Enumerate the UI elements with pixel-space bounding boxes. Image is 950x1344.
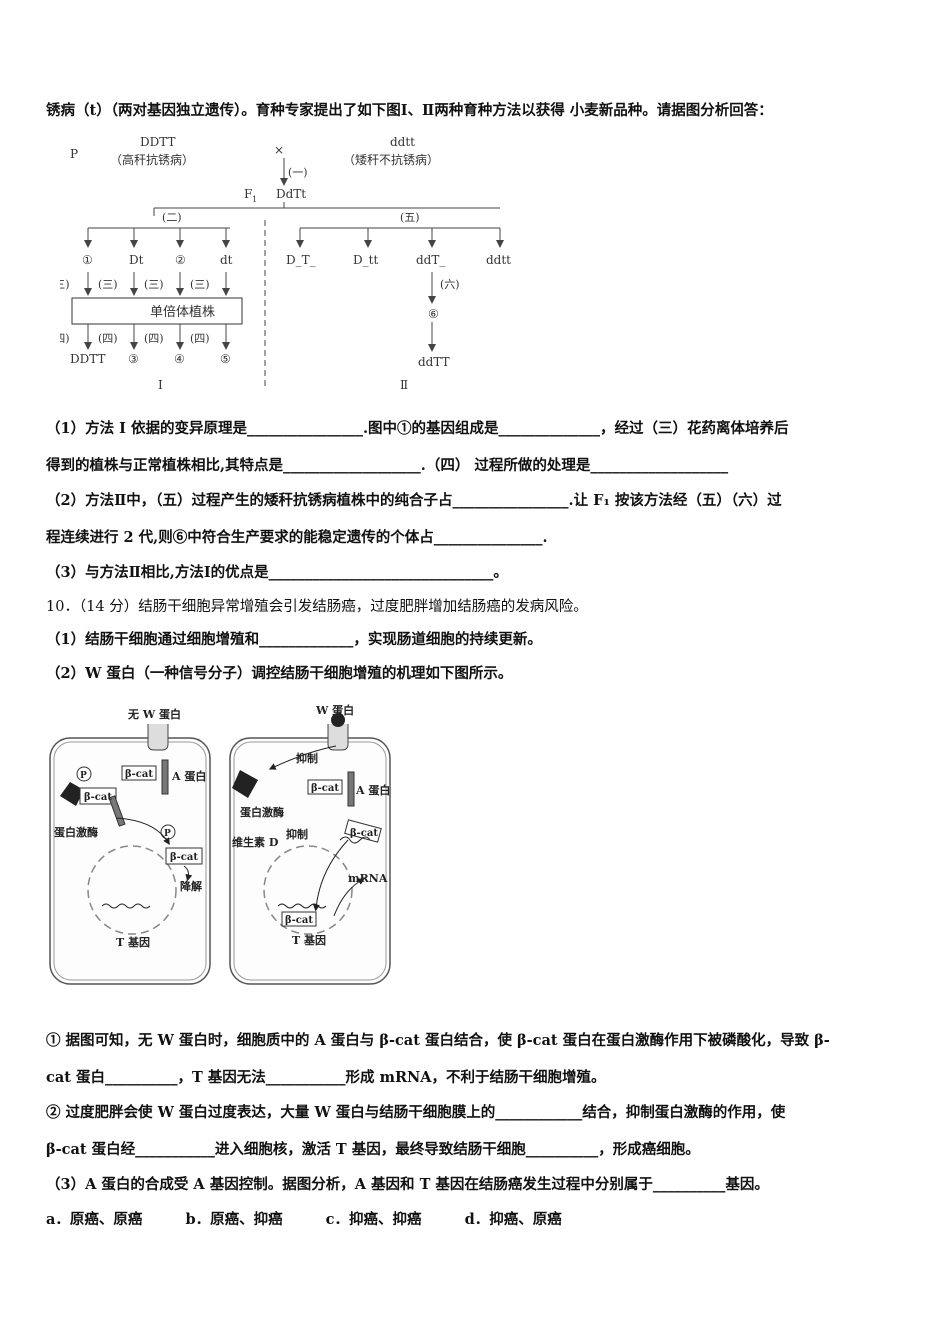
gamete-3: ② (175, 253, 186, 267)
f2-class-1: D_T_ (286, 253, 316, 267)
parent2-genotype: ddtt (390, 135, 415, 149)
breeding-diagram-svg: P DDTT （高秆抗锈病） × ddtt （矮秆不抗锈病） (一) F 1 D… (50, 135, 511, 392)
f1-sub: 1 (252, 195, 257, 204)
haploid-box-label: 单倍体植株 (150, 305, 215, 320)
beta-cat-1: β-cat (125, 769, 153, 780)
p-label: P (70, 147, 78, 161)
result-i-3: ④ (174, 352, 185, 366)
p-mark-1: P (80, 771, 87, 781)
q9-1-line-a: （1）方法 I 依据的变异原理是________________.图中①的基因组… (46, 420, 789, 437)
p-mark-2: P (164, 829, 171, 839)
intro-line: 锈病（t）（两对基因独立遗传）。育种专家提出了如下图Ⅰ、Ⅱ两种育种方法以获得 小… (46, 102, 773, 119)
a-protein-right: A 蛋白 (355, 783, 390, 797)
q10-c1-line-a: ① 据图可知，无 W 蛋白时，细胞质中的 A 蛋白与 β-cat 蛋白结合，使 … (46, 1032, 830, 1049)
inhibit-2: 抑制 (286, 827, 308, 841)
beta-cat-2: β-cat (84, 792, 112, 803)
cell-diagram: 无 W 蛋白 P β-cat A 蛋白 β-cat 蛋白激酶 P β-cat 降… (44, 700, 396, 994)
f2-class-2: D_tt (353, 253, 378, 267)
q9-2-line-a: （2）方法Ⅱ中，（五）过程产生的矮秆抗锈病植株中的纯合子占___________… (46, 492, 782, 509)
f1-genotype: DdTt (276, 187, 306, 201)
beta-cat-6: β-cat (285, 915, 313, 926)
t-gene-right: T 基因 (292, 933, 326, 947)
kinase-right: 蛋白激酶 (240, 805, 284, 819)
beta-cat-3: β-cat (170, 852, 198, 863)
q10-c1-line-b: cat 蛋白__________，T 基因无法___________形成 mRN… (46, 1069, 606, 1086)
f2-class-4: ddtt (486, 253, 511, 267)
answer-options: a．原癌、原癌 b．原癌、抑癌 c．抑癌、抑癌 d．抑癌、原癌 (46, 1208, 600, 1229)
kinase-left: 蛋白激酶 (54, 825, 98, 839)
step-1-label: (一) (288, 166, 308, 179)
right-title: W 蛋白 (315, 703, 354, 717)
step-3-label-a: (三) (60, 278, 70, 291)
method-ii-label: Ⅱ (400, 378, 408, 392)
q10-c2-line-a: ② 过度肥胖会使 W 蛋白过度表达，大量 W 蛋白与结肠干细胞膜上的______… (46, 1104, 786, 1121)
parent1-phenotype: （高秆抗锈病） (110, 152, 194, 167)
result-i-1: DDTT (70, 352, 105, 366)
step-3-label-b: (三) (98, 278, 118, 291)
q9-2-line-b: 程连续进行 2 代,则⑥中符合生产要求的能稳定遗传的个体占___________… (46, 529, 548, 546)
mrna-label: mRNA (348, 872, 388, 885)
breeding-diagram: P DDTT （高秆抗锈病） × ddtt （矮秆不抗锈病） (一) F 1 D… (50, 132, 520, 398)
q10-c2-line-b: β-cat 蛋白经___________进入细胞核，激活 T 基因，最终导致结肠… (46, 1141, 700, 1158)
option-a[interactable]: a．原癌、原癌 (46, 1211, 143, 1228)
beta-cat-5: β-cat (350, 828, 378, 839)
q10-intro: 10．（14 分）结肠干细胞异常增殖会引发结肠癌，过度肥胖增加结肠癌的发病风险。 (46, 599, 588, 615)
step-2-label: (二) (162, 211, 182, 224)
q10-1-line: （1）结肠干细胞通过细胞增殖和_____________，实现肠道细胞的持续更新… (46, 631, 542, 648)
left-title: 无 W 蛋白 (127, 707, 181, 721)
step-5-label: (五) (400, 211, 420, 224)
method-i-label: Ⅰ (158, 378, 163, 392)
option-d[interactable]: d．抑癌、原癌 (464, 1211, 562, 1228)
q9-3-line: （3）与方法Ⅱ相比,方法Ⅰ的优点是_______________________… (46, 564, 508, 581)
inhibit-1: 抑制 (296, 751, 318, 765)
gamete-2: Dt (129, 253, 144, 267)
q10-2-line: （2）W 蛋白（一种信号分子）调控结肠干细胞增殖的机理如下图所示。 (46, 665, 513, 682)
gamete-1: ① (82, 253, 93, 267)
cross-symbol: × (274, 143, 284, 157)
cell-diagram-svg: 无 W 蛋白 P β-cat A 蛋白 β-cat 蛋白激酶 P β-cat 降… (49, 703, 391, 985)
step-3-label-c: (三) (144, 278, 164, 291)
step-4-label-a: (四) (60, 332, 70, 345)
vitamin-d-label: 维生素 D (232, 835, 279, 849)
q9-1-line-b: 得到的植株与正常植株相比,其特点是___________________.（四）… (46, 457, 729, 474)
result-i-2: ③ (128, 352, 139, 366)
option-b[interactable]: b．原癌、抑癌 (185, 1211, 283, 1228)
step-4-label-d: (四) (190, 332, 210, 345)
gamete-4: dt (220, 253, 233, 267)
degrade-label: 降解 (180, 879, 202, 893)
step-6-label: (六) (440, 278, 460, 291)
q10-3-line: （3）A 蛋白的合成受 A 基因控制。据图分析，A 基因和 T 基因在结肠癌发生… (46, 1176, 769, 1193)
result-i-4: ⑤ (220, 352, 231, 366)
parent1-genotype: DDTT (140, 135, 175, 149)
f1-label: F (244, 187, 252, 201)
final-ii: ddTT (418, 355, 450, 369)
circle-6: ⑥ (428, 307, 439, 321)
step-4-label-c: (四) (144, 332, 164, 345)
option-c[interactable]: c．抑癌、抑癌 (325, 1211, 422, 1228)
a-protein-left: A 蛋白 (171, 769, 206, 783)
parent2-phenotype: （矮秆不抗锈病） (343, 152, 439, 167)
beta-cat-4: β-cat (311, 783, 339, 794)
step-4-label-b: (四) (98, 332, 118, 345)
t-gene-left: T 基因 (116, 935, 150, 949)
step-3-label-d: (三) (190, 278, 210, 291)
f2-class-3: ddT_ (416, 253, 445, 267)
